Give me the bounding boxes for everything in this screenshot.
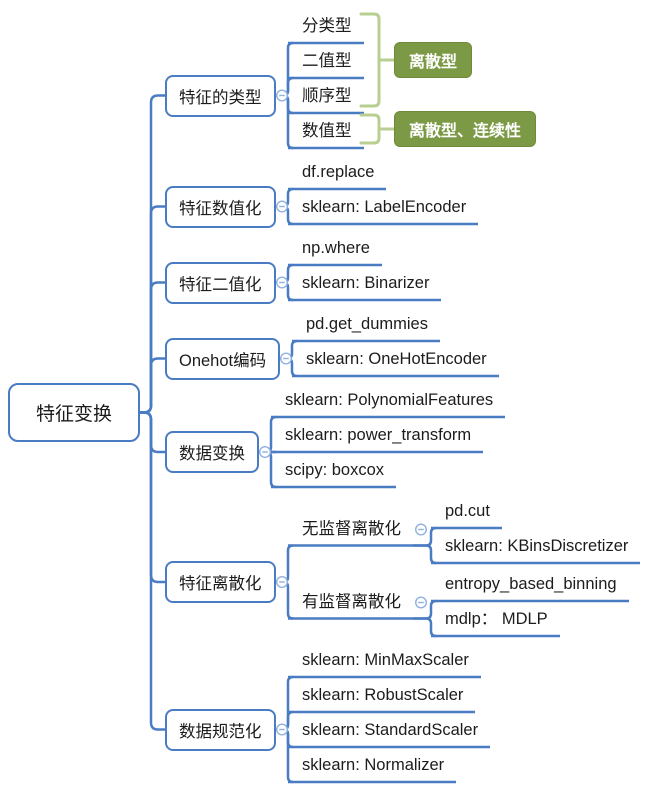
topic-supervised-discretization[interactable]: 有监督离散化 xyxy=(288,592,413,612)
topic-pd-cut[interactable]: pd.cut xyxy=(431,501,502,521)
topic-label: sklearn: PolynomialFeatures xyxy=(285,391,494,409)
topic-label: 特征的类型 xyxy=(179,88,262,107)
topic-label: pd.cut xyxy=(445,502,490,520)
branch-connector xyxy=(140,281,166,414)
topic-label: 离散型 xyxy=(409,54,458,71)
topic-label: df.replace xyxy=(302,163,375,181)
topic-feature-numericalization[interactable]: 特征数值化 xyxy=(165,185,276,228)
topic-label: sklearn: power_transform xyxy=(285,426,472,444)
topic-label: 特征数值化 xyxy=(179,199,262,218)
collapse-icon[interactable] xyxy=(276,200,289,213)
branch-connector xyxy=(140,357,166,414)
topic-sklearn-binarizer[interactable]: sklearn: Binarizer xyxy=(288,273,441,293)
topic-label: pd.get_dummies xyxy=(306,315,428,333)
topic-pd-get-dummies[interactable]: pd.get_dummies xyxy=(292,314,440,334)
topic-label: sklearn: StandardScaler xyxy=(302,721,479,739)
branch-connector xyxy=(140,411,166,454)
topic-label: np.where xyxy=(302,239,370,257)
topic-unsupervised-discretization[interactable]: 无监督离散化 xyxy=(288,519,413,539)
topic-data-normalization[interactable]: 数据规范化 xyxy=(165,708,276,751)
topic-np-where[interactable]: np.where xyxy=(288,238,382,258)
branch-connector xyxy=(140,411,166,584)
topic-label: 特征变换 xyxy=(36,404,113,425)
topic-label: sklearn: MinMaxScaler xyxy=(302,651,469,669)
topic-sklearn-power-transform[interactable]: sklearn: power_transform xyxy=(271,425,483,445)
topic-sklearn-polynomialfeatures[interactable]: sklearn: PolynomialFeatures xyxy=(271,390,505,410)
topic-sklearn-minmaxscaler[interactable]: sklearn: MinMaxScaler xyxy=(288,650,481,670)
topic-label: 离散型、连续性 xyxy=(409,123,522,140)
topic-label: sklearn: Binarizer xyxy=(302,274,430,292)
collapse-icon[interactable] xyxy=(415,523,428,536)
topic-label: 有监督离散化 xyxy=(302,592,401,611)
topic-sklearn-robustscaler[interactable]: sklearn: RobustScaler xyxy=(288,685,475,705)
topic-label: entropy_based_binning xyxy=(445,575,617,593)
topic-label: scipy: boxcox xyxy=(285,461,385,479)
collapse-icon[interactable] xyxy=(280,352,293,365)
branch-connector xyxy=(140,205,166,414)
topic-feature-transform[interactable]: 特征变换 xyxy=(8,383,141,442)
topic-scipy-boxcox[interactable]: scipy: boxcox xyxy=(271,460,396,480)
topic-label: 数据变换 xyxy=(179,445,245,463)
topic-label: 数据规范化 xyxy=(179,722,262,741)
topic-numeric-type[interactable]: 数值型 xyxy=(288,121,364,141)
topic-label: 特征二值化 xyxy=(179,275,262,294)
topic-label: Onehot编码 xyxy=(179,351,267,370)
summary-topic-discrete[interactable]: 离散型 xyxy=(394,42,473,78)
topic-label: sklearn: OneHotEncoder xyxy=(306,350,487,368)
branch-connector xyxy=(140,411,166,731)
topic-label: 二值型 xyxy=(302,52,352,70)
topic-label: sklearn: RobustScaler xyxy=(302,686,464,704)
topic-sklearn-onehotencoder[interactable]: sklearn: OneHotEncoder xyxy=(292,349,499,369)
summary-topic-discrete-continuous[interactable]: 离散型、连续性 xyxy=(394,111,537,147)
topic-categorical-type[interactable]: 分类型 xyxy=(288,16,364,36)
topic-label: 特征离散化 xyxy=(179,575,262,593)
collapse-icon[interactable] xyxy=(415,596,428,609)
topic-sklearn-kbinsdiscretizer[interactable]: sklearn: KBinsDiscretizer xyxy=(431,536,640,556)
topic-df-replace[interactable]: df.replace xyxy=(288,162,386,182)
topic-label: sklearn: Normalizer xyxy=(302,756,445,774)
topic-data-transform[interactable]: 数据变换 xyxy=(165,431,259,473)
collapse-icon[interactable] xyxy=(259,446,272,459)
collapse-icon[interactable] xyxy=(276,89,289,102)
topic-feature-types[interactable]: 特征的类型 xyxy=(165,74,276,117)
topic-ordinal-type[interactable]: 顺序型 xyxy=(288,86,364,106)
topic-entropy-based-binning[interactable]: entropy_based_binning xyxy=(431,574,629,594)
topic-label: 分类型 xyxy=(302,17,352,35)
summary-bracket xyxy=(359,113,381,145)
topic-label: mdlp： MDLP xyxy=(445,610,548,628)
topic-label: sklearn: LabelEncoder xyxy=(302,198,467,216)
topic-sklearn-labelencoder[interactable]: sklearn: LabelEncoder xyxy=(288,197,478,217)
topic-mdlp-mdlp[interactable]: mdlp： MDLP xyxy=(431,609,560,629)
topic-onehot-encoding[interactable]: Onehot编码 xyxy=(165,337,281,380)
topic-label: 顺序型 xyxy=(302,87,352,105)
topic-binary-type[interactable]: 二值型 xyxy=(288,51,364,71)
topic-label: sklearn: KBinsDiscretizer xyxy=(445,537,629,555)
collapse-icon[interactable] xyxy=(276,576,289,589)
topic-feature-binarization[interactable]: 特征二值化 xyxy=(165,261,276,304)
summary-bracket xyxy=(359,12,381,108)
topic-sklearn-standardscaler[interactable]: sklearn: StandardScaler xyxy=(288,720,490,740)
topic-label: 数值型 xyxy=(302,122,352,140)
topic-sklearn-normalizer[interactable]: sklearn: Normalizer xyxy=(288,755,456,775)
branch-connector xyxy=(140,94,166,414)
collapse-icon[interactable] xyxy=(276,276,289,289)
collapse-icon[interactable] xyxy=(276,723,289,736)
topic-feature-discretization[interactable]: 特征离散化 xyxy=(165,561,276,603)
topic-label: 无监督离散化 xyxy=(302,519,401,538)
branch-connector xyxy=(276,544,294,584)
